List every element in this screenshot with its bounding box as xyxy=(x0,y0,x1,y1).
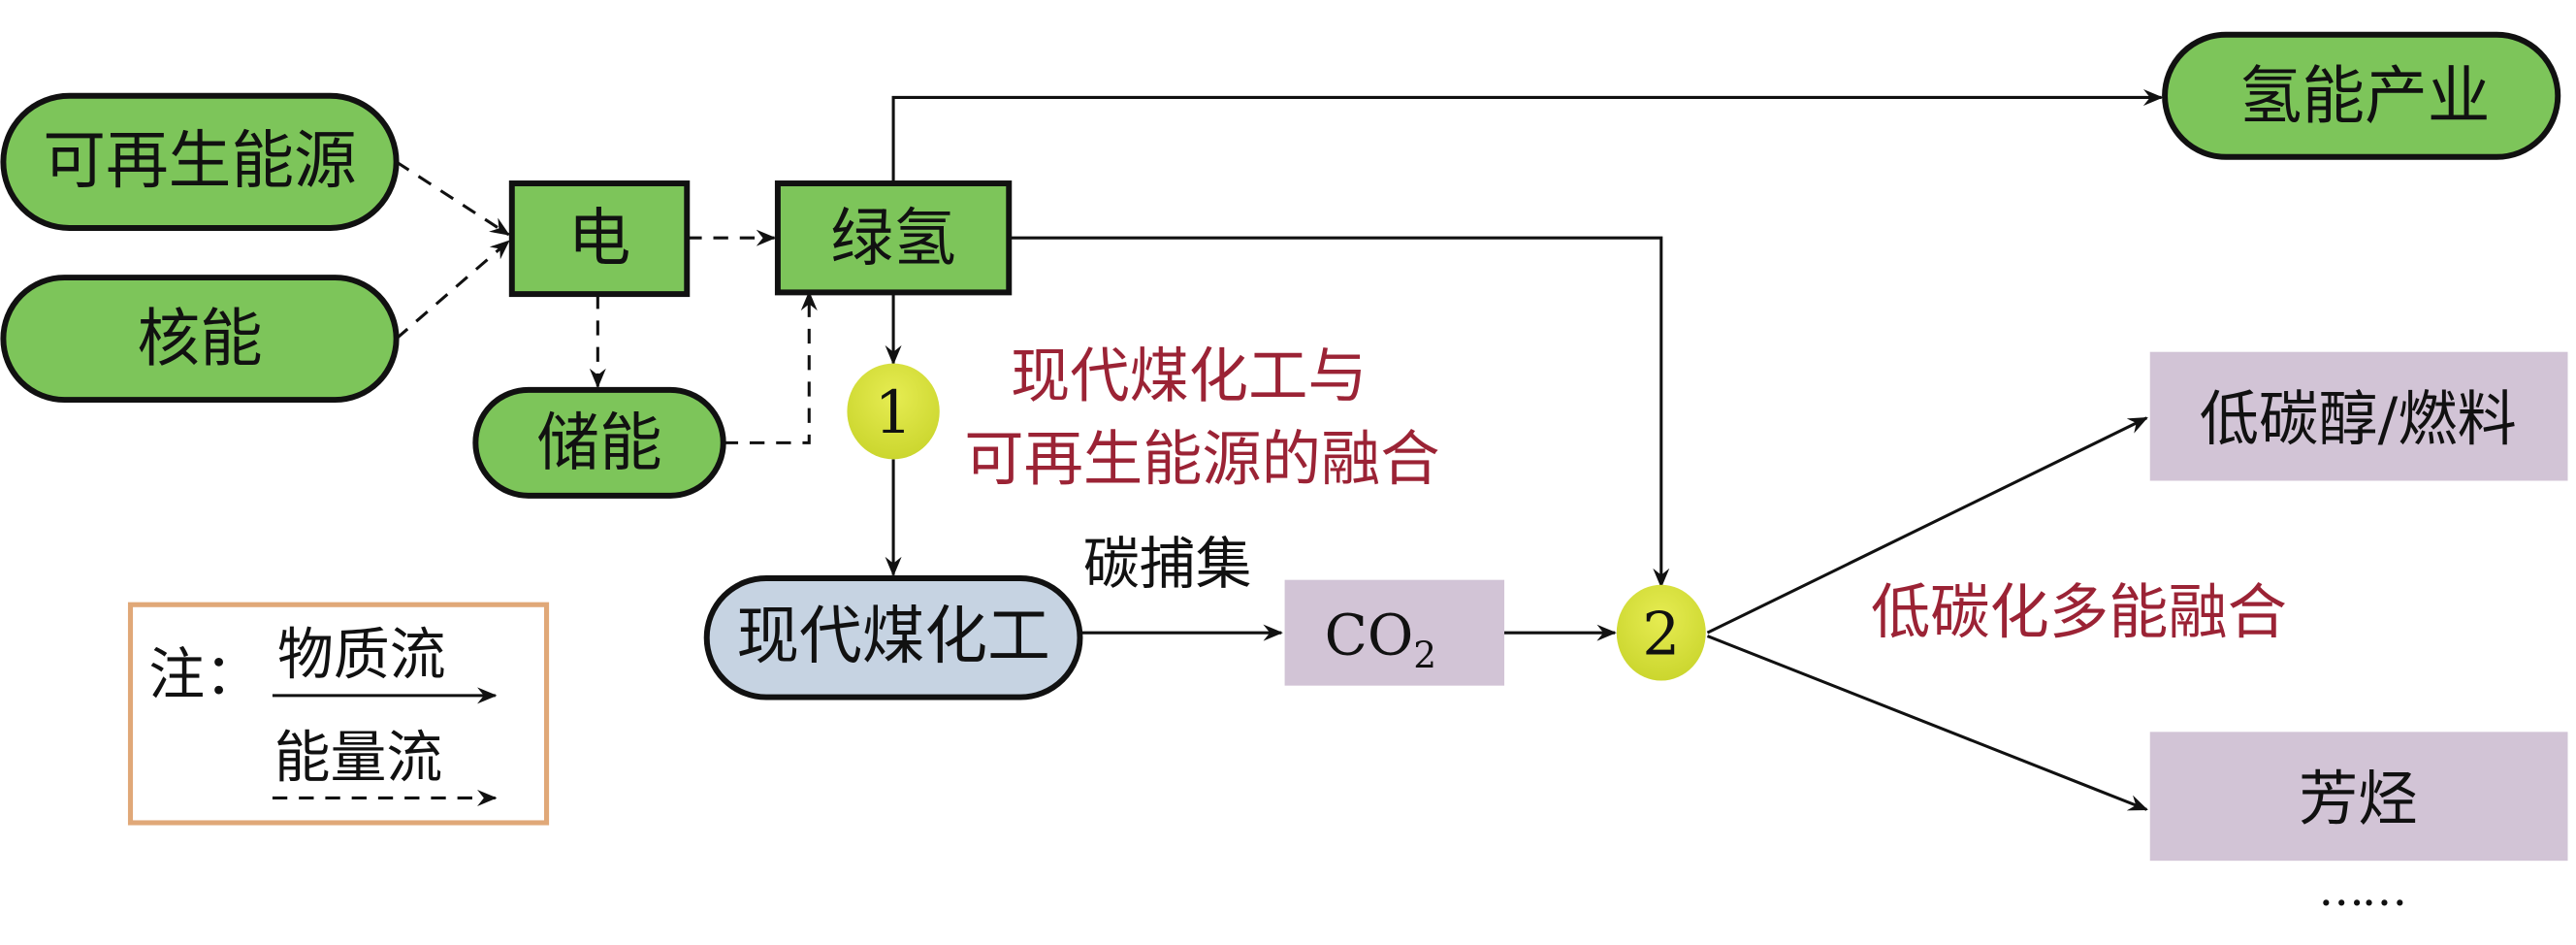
fusion2-label: 低碳化多能融合 xyxy=(1871,578,2287,647)
node-co2: CO2 xyxy=(1284,579,1505,686)
node-electricity: 电 xyxy=(508,180,691,298)
renewable-shape xyxy=(0,92,400,231)
low-carbon-fuel-label: 低碳醇/燃料 xyxy=(2200,385,2517,454)
aromatics-label: 芳烃 xyxy=(2299,766,2418,834)
green-hydrogen-shape xyxy=(774,180,1013,296)
edge-green-hydrogen-to-hub2 xyxy=(1009,236,1670,589)
fusion1-line2: 可再生能源的融合 xyxy=(964,425,1439,494)
edge-green-hydrogen-to-hydrogen-industry xyxy=(891,88,2164,184)
edge-storage-to-green-hydrogen xyxy=(723,290,818,444)
node-aromatics: 芳烃 xyxy=(2149,732,2568,862)
node-renewable-energy: 可再生能源 xyxy=(0,92,400,231)
hub1-circle xyxy=(847,363,940,460)
hydrogen-industry-label: 氢能产业 xyxy=(2239,60,2491,133)
hub1-label: 1 xyxy=(875,378,913,447)
hydrogen-industry-shape xyxy=(2162,31,2561,160)
legend-energy-flow-label: 能量流 xyxy=(274,724,443,790)
green-hydrogen-label: 绿氢 xyxy=(830,202,955,275)
node-low-carbon-fuel: 低碳醇/燃料 xyxy=(2149,351,2568,481)
node-hydrogen-industry: 氢能产业 xyxy=(2162,31,2561,160)
hub2-label: 2 xyxy=(1642,600,1680,668)
node-nuclear: 核能 xyxy=(0,275,400,404)
storage-shape xyxy=(472,386,726,499)
legend-box xyxy=(127,602,550,826)
aromatics-shape xyxy=(2149,732,2568,862)
more-ellipsis: …… xyxy=(2318,864,2404,917)
legend: 注： 物质流 能量流 xyxy=(127,602,550,826)
fusion1-line1: 现代煤化工与 xyxy=(1011,342,1368,411)
node-green-hydrogen: 绿氢 xyxy=(774,180,1013,296)
hub2-circle xyxy=(1616,584,1706,681)
co2-subscript: 2 xyxy=(1413,634,1436,676)
coal-chem-shape xyxy=(703,574,1083,701)
electricity-label: 电 xyxy=(568,202,631,275)
nuclear-label: 核能 xyxy=(137,303,262,375)
renewable-label: 可再生能源 xyxy=(43,124,356,197)
node-coal-chem: 现代煤化工 xyxy=(703,574,1083,701)
coal-chem-label: 现代煤化工 xyxy=(736,601,1049,673)
hub-1: 1 xyxy=(847,363,940,460)
nuclear-shape xyxy=(0,275,400,404)
hub-2: 2 xyxy=(1616,584,1706,681)
edges xyxy=(395,88,2164,811)
legend-note: 注： xyxy=(148,641,261,707)
electricity-shape xyxy=(508,180,691,298)
edge-nuclear-to-electricity xyxy=(395,240,510,341)
node-storage: 储能 xyxy=(472,386,726,499)
storage-label: 储能 xyxy=(536,407,661,479)
co2-shape xyxy=(1284,579,1505,686)
carbon-capture-label: 碳捕集 xyxy=(1083,531,1252,597)
edge-hub2-to-low-carbon-fuel xyxy=(1706,416,2148,635)
edge-hub2-to-aromatics xyxy=(1706,635,2148,811)
co2-main: CO xyxy=(1325,602,1414,668)
edge-renewable-to-electricity xyxy=(395,160,510,237)
legend-material-flow-label: 物质流 xyxy=(277,622,446,688)
low-carbon-fuel-shape xyxy=(2149,351,2568,481)
co2-label: CO2 xyxy=(1325,602,1437,676)
